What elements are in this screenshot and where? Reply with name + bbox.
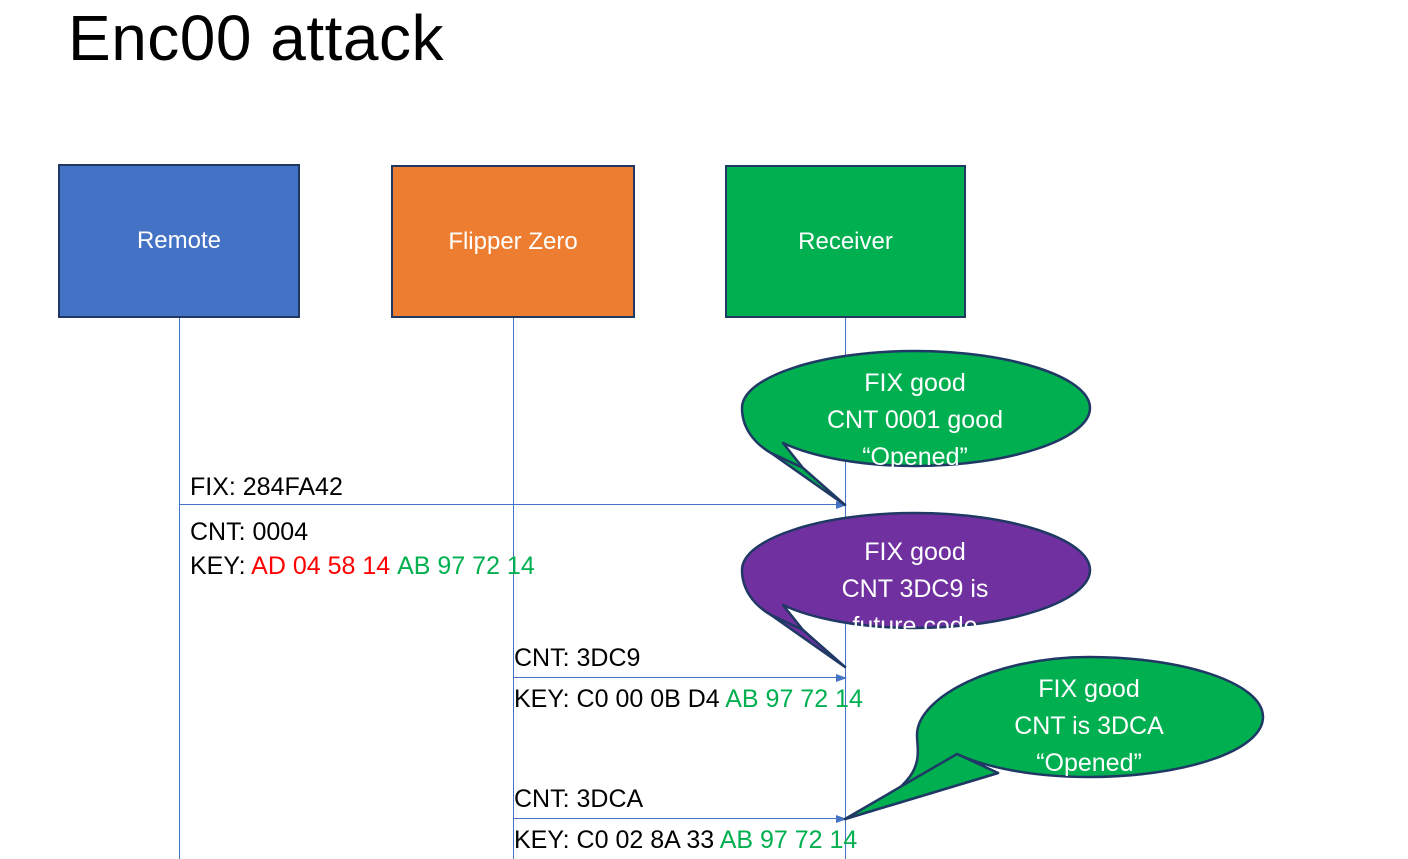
key-1-prefix: KEY: bbox=[190, 552, 252, 580]
callout-2-line-3: future code bbox=[852, 612, 978, 640]
key-2-prefix: KEY: C0 00 0B D4 bbox=[514, 685, 726, 713]
message-label-cnt-3dca: CNT: 3DCA bbox=[514, 785, 644, 813]
callout-2-shape bbox=[740, 511, 1092, 669]
callout-3-line-2: CNT is 3DCA bbox=[1014, 712, 1164, 740]
callout-3-text: FIX good CNT is 3DCA “Opened” bbox=[915, 671, 1263, 782]
message-label-key-1: KEY: AD 04 58 14 AB 97 72 14 bbox=[190, 549, 535, 583]
actor-label-flipper-zero: Flipper Zero bbox=[448, 227, 578, 255]
actor-box-remote[interactable]: Remote bbox=[58, 164, 300, 318]
callout-3-shape bbox=[843, 655, 1265, 821]
callout-3-line-1: FIX good bbox=[1038, 675, 1140, 703]
message-arrow-flipper-to-receiver-1 bbox=[513, 673, 847, 682]
callout-2-line-2: CNT 3DC9 is bbox=[841, 575, 989, 603]
message-label-key-2: KEY: C0 00 0B D4 AB 97 72 14 bbox=[514, 682, 863, 716]
actor-box-receiver[interactable]: Receiver bbox=[725, 165, 966, 318]
actor-box-flipper-zero[interactable]: Flipper Zero bbox=[391, 165, 635, 318]
key-3-green-bytes: AB 97 72 14 bbox=[719, 826, 858, 854]
message-label-cnt-3dc9: CNT: 3DC9 bbox=[514, 644, 641, 672]
key-3-prefix: KEY: C0 02 8A 33 bbox=[514, 826, 720, 854]
callout-2-text: FIX good CNT 3DC9 is future code bbox=[741, 534, 1089, 645]
actor-label-receiver: Receiver bbox=[798, 227, 893, 255]
key-1-green-bytes: AB 97 72 14 bbox=[397, 552, 535, 580]
message-arrow-flipper-to-receiver-2 bbox=[513, 814, 847, 823]
lifeline-remote bbox=[179, 318, 180, 859]
key-2-green-bytes: AB 97 72 14 bbox=[725, 685, 863, 713]
lifeline-flipper-zero bbox=[513, 318, 514, 859]
message-label-cnt-0004: CNT: 0004 bbox=[190, 518, 309, 546]
callout-1-shape bbox=[740, 349, 1092, 507]
callout-3-line-3: “Opened” bbox=[1036, 749, 1142, 777]
page-title: Enc00 attack bbox=[68, 2, 444, 74]
actor-label-remote: Remote bbox=[136, 227, 222, 254]
callout-bubble-cnt-3dca-opened: FIX good CNT is 3DCA “Opened” bbox=[843, 655, 1265, 825]
key-1-red-bytes: AD 04 58 14 bbox=[251, 552, 391, 580]
callout-1-line-1: FIX good bbox=[864, 369, 966, 397]
callout-2-line-1: FIX good bbox=[864, 538, 966, 566]
message-label-key-3: KEY: C0 02 8A 33 AB 97 72 14 bbox=[514, 823, 857, 857]
message-arrow-remote-to-receiver bbox=[180, 500, 847, 509]
callout-1-line-2: CNT 0001 good bbox=[826, 406, 1004, 434]
callout-1-line-3: “Opened” bbox=[862, 443, 968, 471]
message-label-fix: FIX: 284FA42 bbox=[190, 473, 343, 501]
callout-1-text: FIX good CNT 0001 good “Opened” bbox=[741, 365, 1089, 476]
callout-bubble-cnt-3dc9-future-code: FIX good CNT 3DC9 is future code bbox=[740, 511, 1092, 672]
callout-bubble-fix-good-cnt-0001: FIX good CNT 0001 good “Opened” bbox=[740, 349, 1092, 510]
